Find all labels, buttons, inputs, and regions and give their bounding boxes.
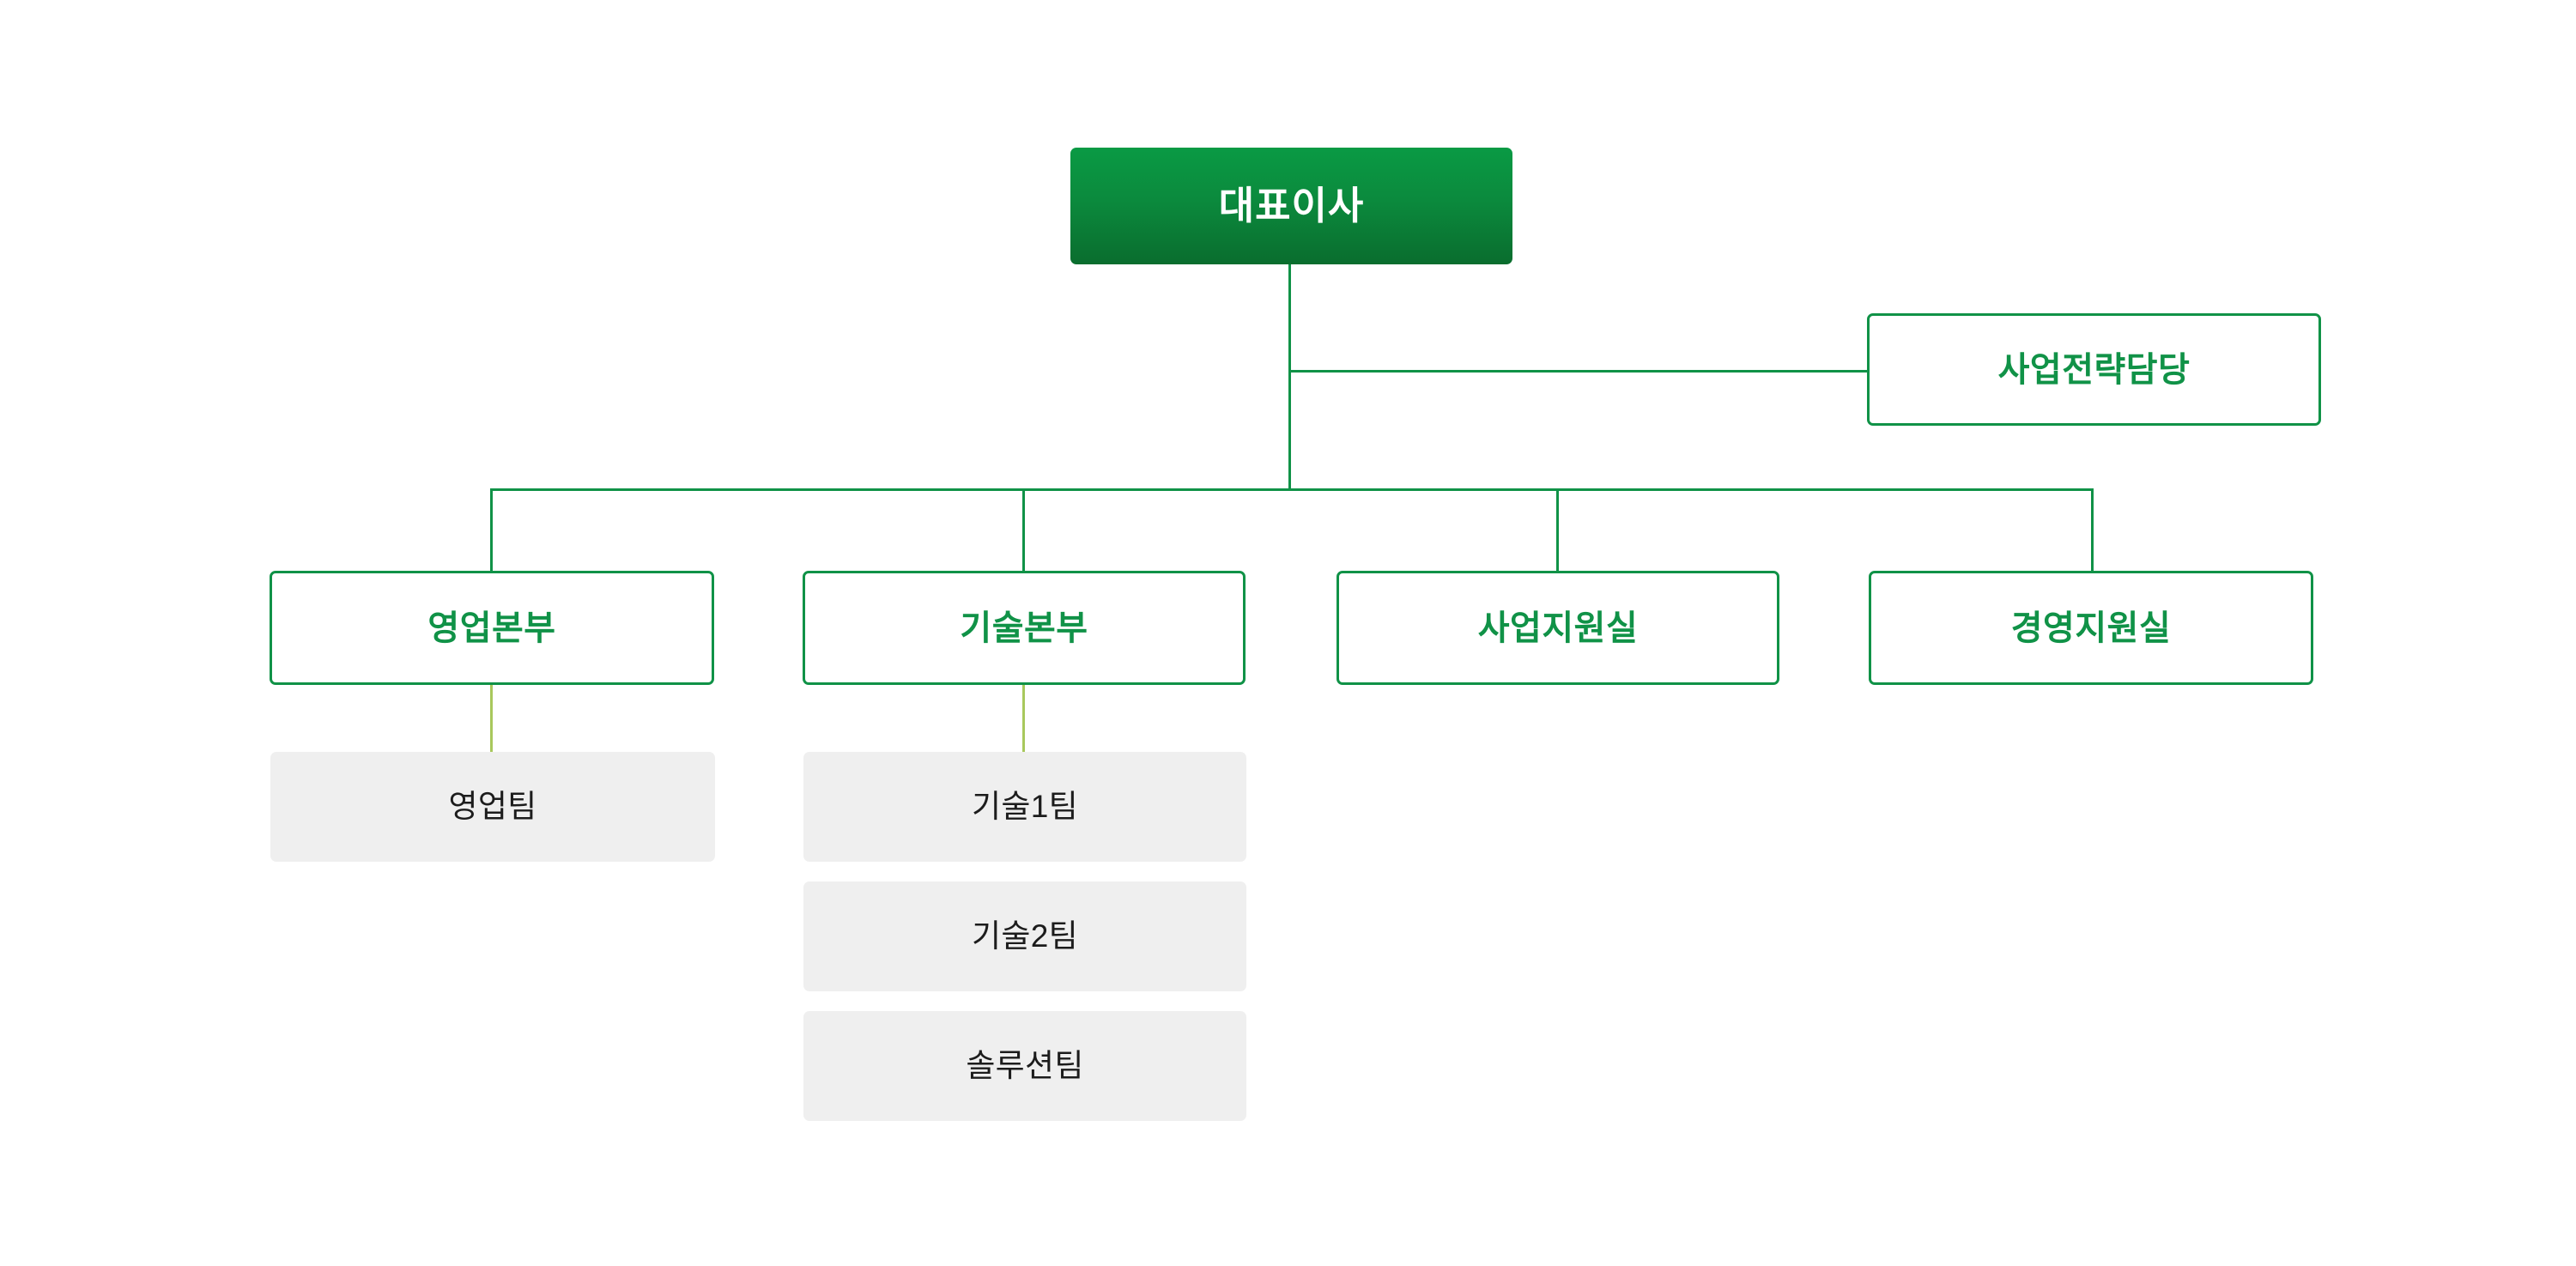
connector-drop-team-sales (490, 685, 493, 752)
connector-root-trunk (1288, 264, 1291, 491)
org-node-team-solution[interactable]: 솔루션팀 (803, 1011, 1246, 1121)
connector-drop-division-4 (2091, 488, 2094, 572)
org-node-division-management-support[interactable]: 경영지원실 (1869, 571, 2313, 685)
connector-drop-division-3 (1556, 488, 1559, 572)
org-node-division-technology[interactable]: 기술본부 (803, 571, 1246, 685)
connector-drop-division-1 (490, 488, 493, 572)
org-node-division-business-support[interactable]: 사업지원실 (1336, 571, 1779, 685)
connector-division-bus (490, 488, 2094, 491)
connector-drop-team-tech (1022, 685, 1025, 752)
org-node-division-sales[interactable]: 영업본부 (270, 571, 714, 685)
org-node-staff-business-strategy[interactable]: 사업전략담당 (1867, 313, 2321, 426)
org-node-root-ceo[interactable]: 대표이사 (1070, 148, 1512, 264)
connector-staff-branch (1288, 370, 1869, 373)
org-node-team-tech-2[interactable]: 기술2팀 (803, 881, 1246, 991)
org-node-team-sales[interactable]: 영업팀 (270, 752, 715, 862)
org-node-team-tech-1[interactable]: 기술1팀 (803, 752, 1246, 862)
connector-drop-division-2 (1022, 488, 1025, 572)
